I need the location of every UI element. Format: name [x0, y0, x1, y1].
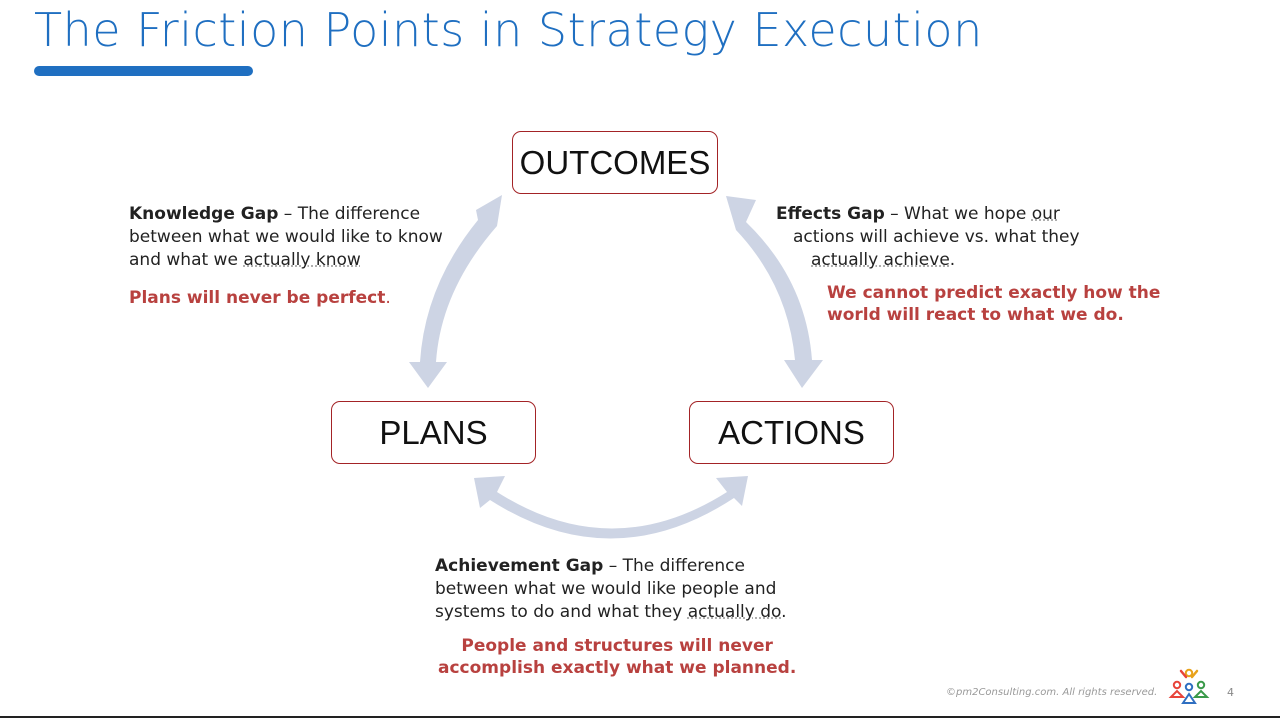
effects-gap-term: Effects Gap: [776, 204, 885, 224]
effects-gap-text: Effects Gap – What we hope our actions w…: [776, 204, 1080, 270]
knowledge-gap-term: Knowledge Gap: [129, 204, 279, 224]
slide-title: The Friction Points in Strategy Executio…: [34, 3, 983, 57]
page-number: 4: [1227, 686, 1234, 699]
people-circle-logo-icon: [1168, 668, 1210, 704]
effects-gap-lead: We cannot predict exactly how the world …: [827, 283, 1161, 325]
node-actions: ACTIONS: [689, 401, 894, 464]
knowledge-gap-lead: Plans will never be perfect.: [129, 288, 391, 308]
achievement-gap-term: Achievement Gap: [435, 556, 604, 576]
achievement-gap-lead: People and structures will never accompl…: [438, 636, 797, 678]
node-outcomes: OUTCOMES: [512, 131, 718, 194]
arrow-achievement-gap: [474, 476, 748, 539]
knowledge-gap-text: Knowledge Gap – The difference between w…: [129, 204, 443, 270]
footer-copyright: ©pm2Consulting.com. All rights reserved.: [946, 687, 1158, 698]
arrow-effects-gap: [726, 196, 823, 388]
node-plans: PLANS: [331, 401, 536, 464]
arrow-knowledge-gap: [409, 195, 502, 388]
achievement-gap-text: Achievement Gap – The difference between…: [435, 556, 787, 622]
title-underline-bar: [34, 66, 253, 76]
